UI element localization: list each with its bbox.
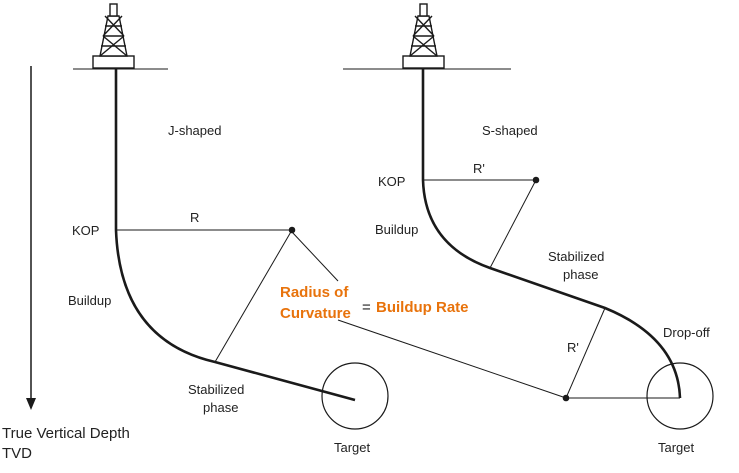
tvd-arrow (26, 66, 36, 410)
buildup-rate-label: Buildup Rate (376, 299, 469, 316)
dropoff-label: Drop-off (663, 325, 710, 340)
drilling-rig-icon (402, 3, 445, 69)
right-radius-top-label: R' (473, 161, 485, 176)
j-shaped-label: J-shaped (168, 123, 221, 138)
s-wellbore-path (421, 68, 682, 399)
equals-sign: = (362, 299, 371, 316)
right-radius-bottom-label: R' (567, 340, 579, 355)
tvd-label-line1: True Vertical Depth (2, 425, 130, 442)
curvature-label: Curvature (280, 305, 351, 322)
right-phase-label: phase (563, 267, 598, 282)
right-target-circle (646, 362, 714, 430)
right-target-label: Target (658, 440, 695, 455)
left-target-label: Target (334, 440, 371, 455)
right-buildup-label: Buildup (375, 222, 418, 237)
formula-pointer-lines (291, 231, 567, 399)
left-stabilized-label: Stabilized (188, 382, 244, 397)
left-target-circle (321, 362, 389, 430)
radius-of-label: Radius of (280, 284, 349, 301)
left-buildup-label: Buildup (68, 293, 111, 308)
left-radius-construction (116, 226, 296, 363)
left-radius-label: R (190, 210, 199, 225)
left-kop-label: KOP (72, 223, 99, 238)
right-stabilized-label: Stabilized (548, 249, 604, 264)
right-kop-label: KOP (378, 174, 405, 189)
j-wellbore-path (114, 68, 356, 402)
tvd-label-line2: TVD (2, 445, 32, 462)
s-shaped-label: S-shaped (482, 123, 538, 138)
left-phase-label: phase (203, 400, 238, 415)
drilling-rig-icon (92, 3, 135, 69)
right-radius-construction (423, 176, 680, 402)
